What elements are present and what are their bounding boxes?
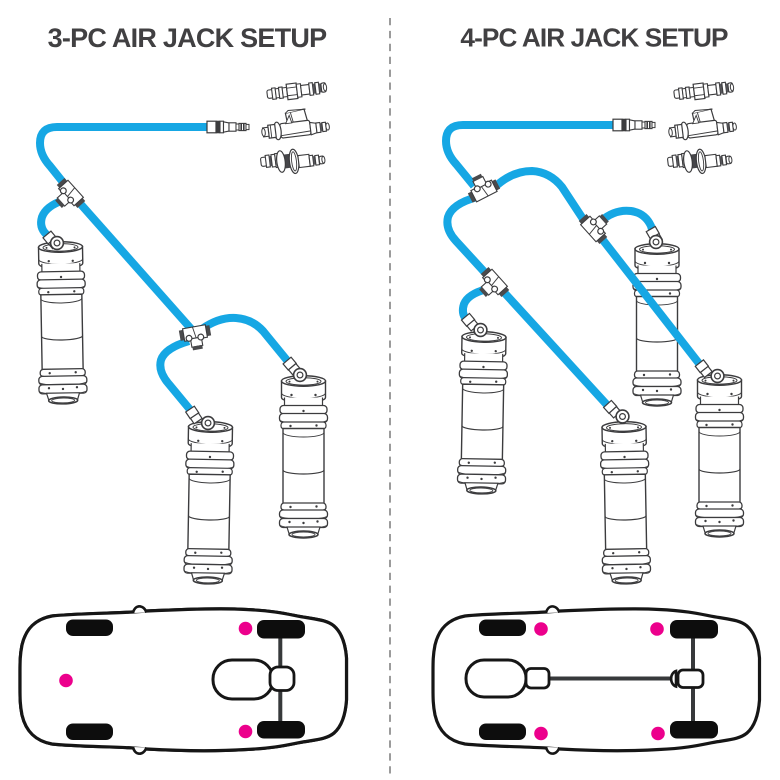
svg-text:4-PC AIR JACK SETUP: 4-PC AIR JACK SETUP bbox=[460, 22, 728, 52]
svg-text:3-PC AIR JACK SETUP: 3-PC AIR JACK SETUP bbox=[48, 23, 328, 53]
